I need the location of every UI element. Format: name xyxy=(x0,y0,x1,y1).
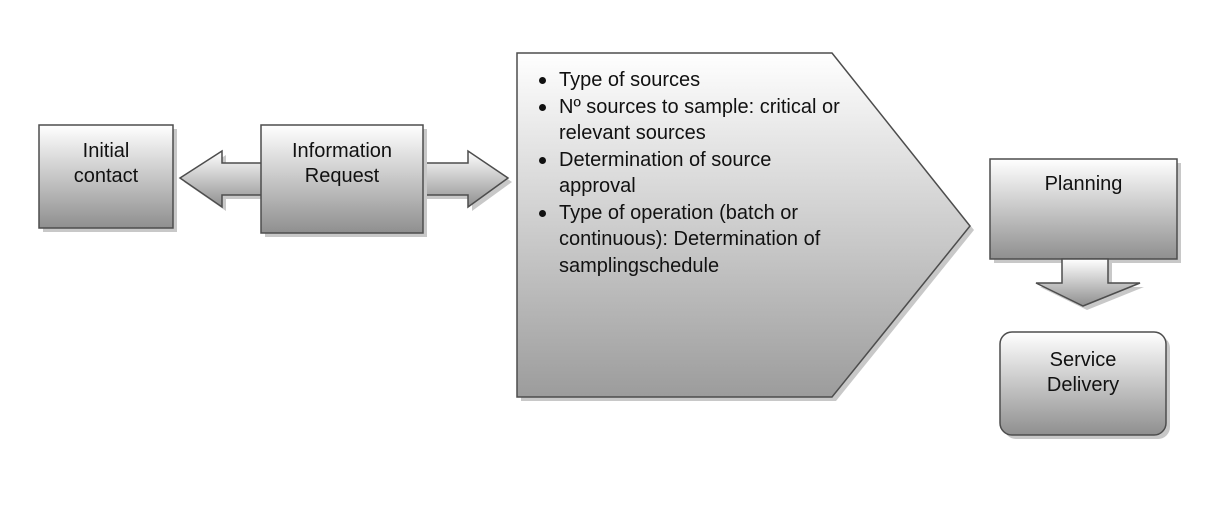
requirement-item: Nº sources to sample: critical or releva… xyxy=(535,94,889,147)
requirement-item: Type of operation (batch or continuous):… xyxy=(535,200,859,280)
requirements-list: Type of sources Nº sources to sample: cr… xyxy=(535,67,895,279)
service-delivery-label: Service Delivery xyxy=(1000,348,1166,398)
service-delivery-line-2: Delivery xyxy=(1046,374,1120,396)
initial-contact-line-2: contact xyxy=(73,165,139,187)
requirements-pentagon xyxy=(516,52,971,398)
requirement-item: Type of sources xyxy=(535,67,895,94)
information-request-line-1: Information xyxy=(291,140,393,162)
initial-contact-box xyxy=(38,124,174,229)
planning-label: Planning xyxy=(990,172,1177,197)
information-request-box xyxy=(260,124,424,234)
service-delivery-line-1: Service xyxy=(1049,349,1117,371)
information-request-label: Information Request xyxy=(261,139,423,189)
initial-contact-label: Initial contact xyxy=(39,139,173,189)
initial-contact-line-1: Initial xyxy=(82,140,130,162)
down-arrow xyxy=(1035,258,1141,307)
service-delivery-box xyxy=(999,331,1167,436)
information-request-line-2: Request xyxy=(304,165,380,187)
requirement-item: Determination of source approval xyxy=(535,147,829,200)
planning-line-1: Planning xyxy=(1044,173,1123,195)
